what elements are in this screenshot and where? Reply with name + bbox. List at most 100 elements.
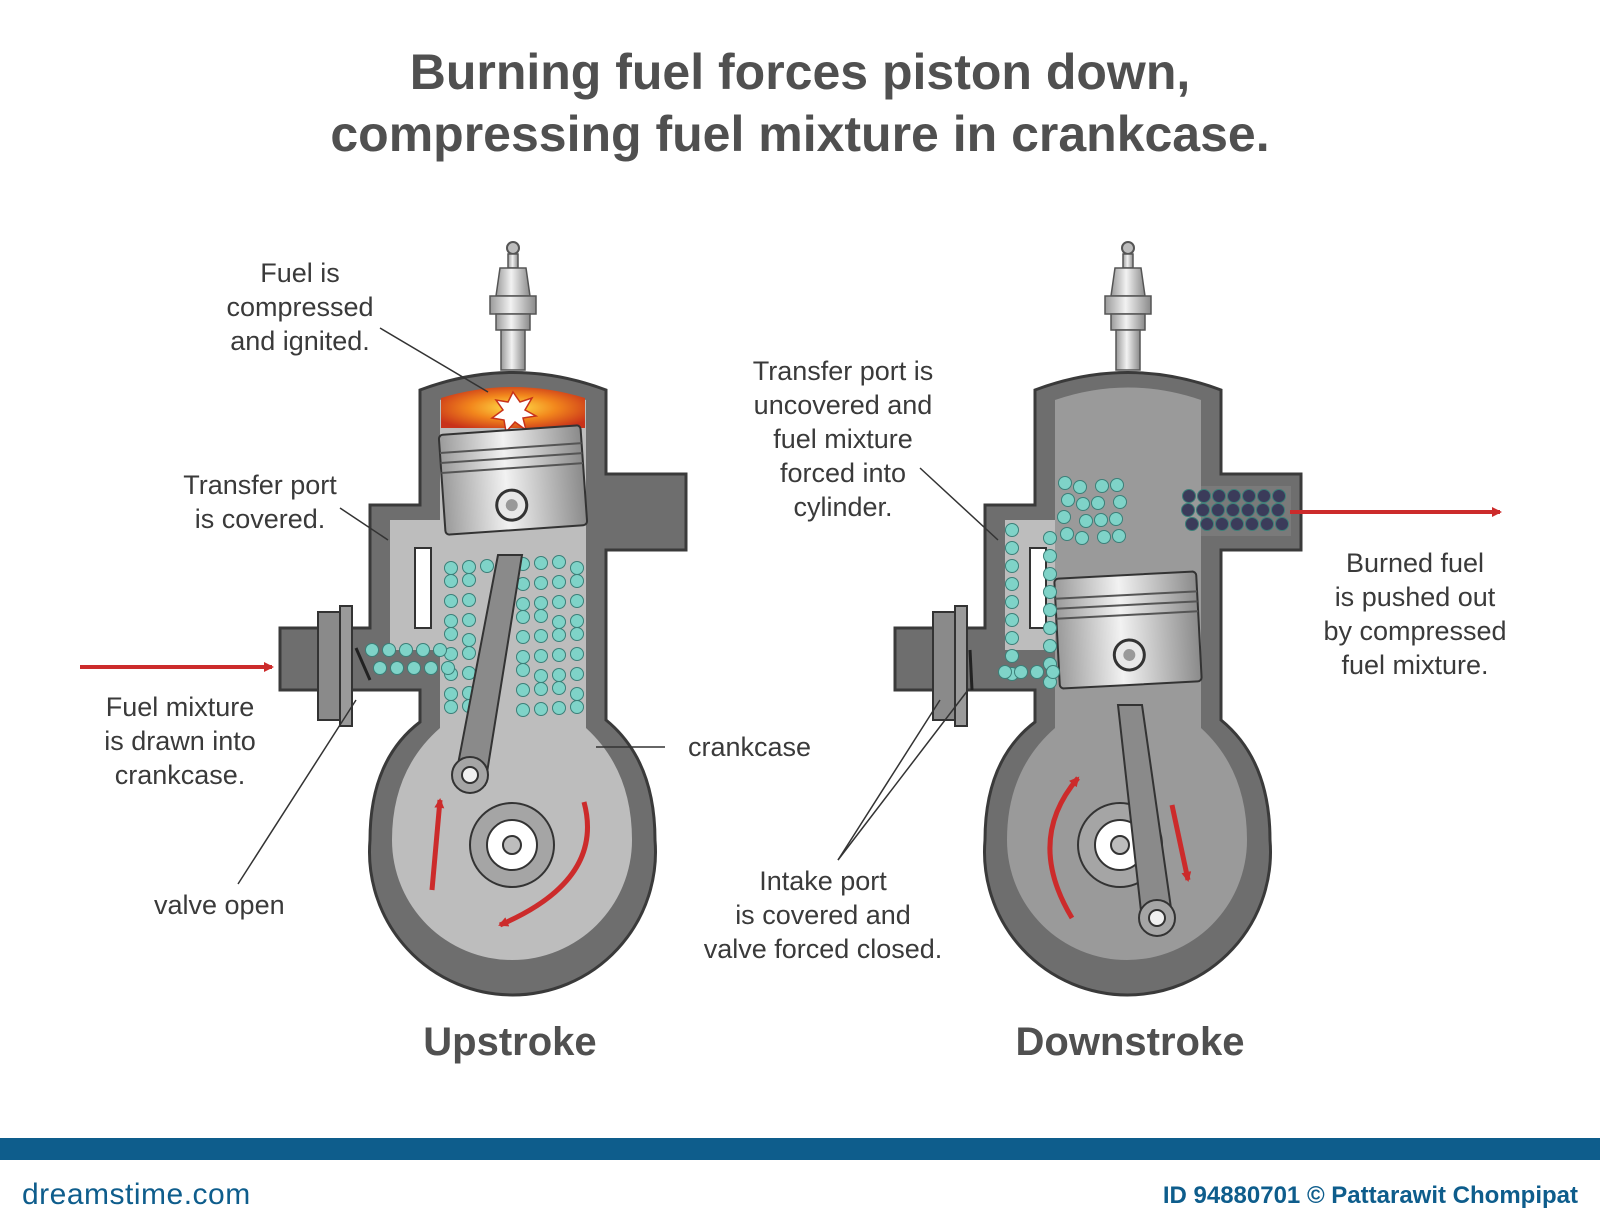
burned-fuel-dot [1215, 517, 1229, 531]
fuel-dot [534, 669, 548, 683]
fuel-dot [570, 614, 584, 628]
fuel-dot [1079, 514, 1093, 528]
upstroke-intake-valve [317, 605, 372, 727]
burned-fuel-dot [1260, 517, 1274, 531]
fuel-dot [552, 628, 566, 642]
fuel-dot [444, 687, 458, 701]
burned-fuel-dot [1256, 503, 1270, 517]
upstroke-piston [437, 424, 589, 536]
upstroke-crankshaft [469, 802, 555, 888]
fuel-dot [1112, 529, 1126, 543]
fuel-dot [1097, 530, 1111, 544]
fuel-dot [516, 703, 530, 717]
downstroke-fuel-mixture [998, 476, 1127, 689]
fuel-dot [1094, 513, 1108, 527]
burned-fuel-dot [1227, 489, 1241, 503]
fuel-dot [1109, 512, 1123, 526]
fuel-dot [570, 647, 584, 661]
label-intake-port-covered: Intake port is covered and valve forced … [703, 866, 943, 964]
upstroke-connecting-rod [451, 554, 524, 794]
fuel-dot [382, 643, 396, 657]
fuel-dot [516, 610, 530, 624]
fuel-dot [407, 661, 421, 675]
fuel-dot [552, 701, 566, 715]
burned-fuel-dot [1196, 503, 1210, 517]
fuel-dot [1091, 496, 1105, 510]
fuel-dot [552, 555, 566, 569]
fuel-dot [462, 560, 476, 574]
burned-fuel-dot [1230, 517, 1244, 531]
upstroke-engine [278, 241, 688, 997]
fuel-dot [516, 630, 530, 644]
fuel-dot [1046, 665, 1060, 679]
fuel-dot [1043, 567, 1057, 581]
burned-fuel-dot [1271, 503, 1285, 517]
fuel-dot [552, 595, 566, 609]
label-fuel-ignited: Fuel is compressed and ignited. [226, 258, 374, 356]
downstroke-rotation-arrow-2 [1169, 804, 1192, 882]
burned-fuel-dot [1182, 489, 1196, 503]
burned-fuel-dot [1185, 517, 1199, 531]
fuel-dot [462, 633, 476, 647]
downstroke-connecting-rod [1116, 704, 1176, 937]
fuel-dot [516, 597, 530, 611]
fuel-dot [424, 661, 438, 675]
footer-bar [0, 1138, 1600, 1160]
fuel-dot [1005, 595, 1019, 609]
caption-downstroke: Downstroke [1015, 1020, 1245, 1064]
fuel-dot [534, 649, 548, 663]
downstroke-spark-plug [1104, 241, 1152, 371]
fuel-dot [552, 648, 566, 662]
fuel-dot [516, 650, 530, 664]
fuel-dot [416, 643, 430, 657]
upstroke-rotation-arrow-1 [429, 798, 445, 891]
fuel-dot [1057, 510, 1071, 524]
downstroke-piston [1053, 570, 1203, 690]
fuel-dot [570, 627, 584, 641]
fuel-dot [1043, 531, 1057, 545]
fuel-dot [552, 681, 566, 695]
burned-fuel-dot [1200, 517, 1214, 531]
downstroke-engine [893, 241, 1303, 997]
caption-upstroke: Upstroke [423, 1020, 597, 1064]
fuel-dot [373, 661, 387, 675]
downstroke-intake-valve [932, 605, 974, 727]
fuel-dot [1075, 531, 1089, 545]
upstroke-spark-plug [489, 241, 537, 371]
fuel-dot [1110, 478, 1124, 492]
fuel-dot [1005, 613, 1019, 627]
engine-diagram [80, 241, 1502, 997]
fuel-dot [1005, 649, 1019, 663]
fuel-dot [1076, 497, 1090, 511]
fuel-dot [1005, 559, 1019, 573]
fuel-dot [444, 627, 458, 641]
fuel-dot [534, 576, 548, 590]
fuel-dot [444, 700, 458, 714]
upstroke-rotation-arrow-2 [498, 801, 590, 928]
fuel-dot [534, 556, 548, 570]
fuel-dot [1061, 493, 1075, 507]
leader-lines [237, 327, 999, 885]
fuel-dot [552, 575, 566, 589]
fuel-dot [441, 661, 455, 675]
downstroke-burned-fuel [1181, 489, 1289, 531]
brand-logo: dreamstime.com [22, 1178, 251, 1211]
fuel-dot [1043, 549, 1057, 563]
fuel-dot [444, 594, 458, 608]
fuel-dot [1095, 479, 1109, 493]
fuel-dot [1043, 639, 1057, 653]
title-line-2: compressing fuel mixture in crankcase. [330, 106, 1270, 162]
burned-fuel-dot [1211, 503, 1225, 517]
burned-fuel-dot [1257, 489, 1271, 503]
fuel-dot [998, 665, 1012, 679]
burned-fuel-dot [1197, 489, 1211, 503]
burned-fuel-dot [1245, 517, 1259, 531]
title-line-1: Burning fuel forces piston down, [409, 44, 1191, 100]
fuel-dot [516, 683, 530, 697]
fuel-dot [1113, 495, 1127, 509]
fuel-dot [444, 614, 458, 628]
footer: dreamstime.com ID 94880701 © Pattarawit … [0, 1138, 1600, 1229]
burned-fuel-dot [1272, 489, 1286, 503]
fuel-dot [399, 643, 413, 657]
fuel-dot [552, 668, 566, 682]
